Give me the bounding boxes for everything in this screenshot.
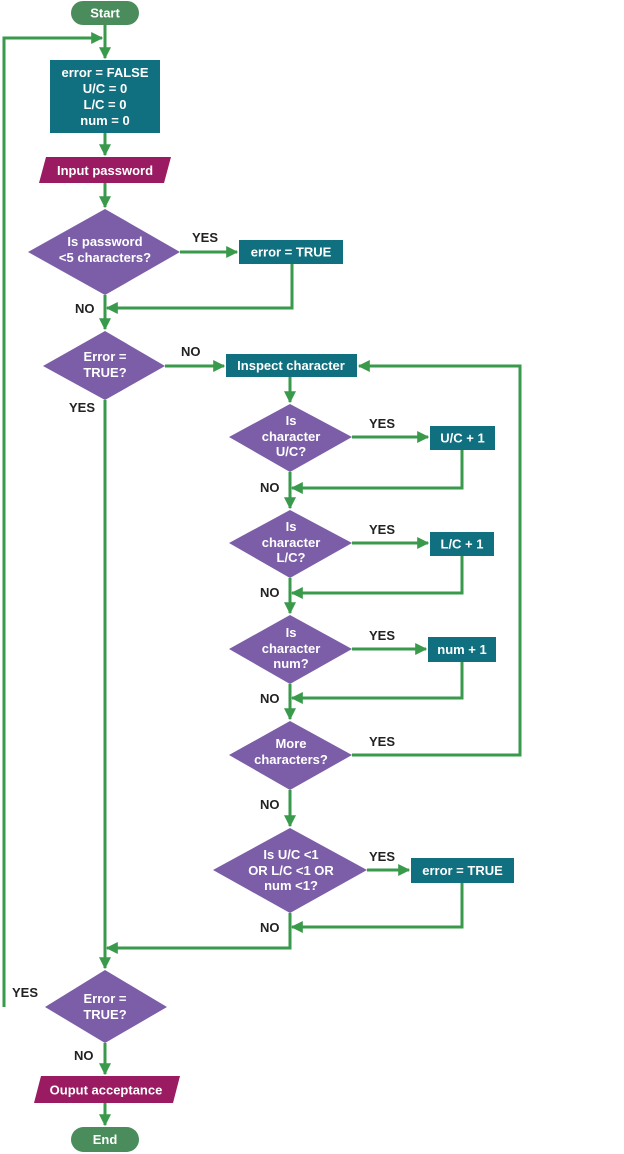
inc-lc-box: L/C + 1	[430, 532, 494, 556]
length-line: <5 characters?	[59, 250, 151, 265]
edge-labels: YES NO NO YES YES NO YES NO YES NO YES N…	[12, 230, 395, 1063]
line-incuc-return	[290, 450, 464, 494]
counts-line: Is U/C <1	[263, 847, 318, 862]
input-label: Input password	[57, 163, 153, 178]
more-line: More	[275, 736, 306, 751]
output-acceptance-io: Ouput acceptance	[34, 1076, 180, 1103]
set-error-label: error = TRUE	[422, 863, 503, 878]
lc-line: character	[262, 535, 321, 550]
no-label: NO	[260, 797, 280, 812]
num-line: character	[262, 641, 321, 656]
error-check-line: TRUE?	[83, 1007, 126, 1022]
error-check-line: Error =	[84, 991, 127, 1006]
init-line: U/C = 0	[83, 81, 127, 96]
length-line: Is password	[67, 234, 142, 249]
lc-line: Is	[286, 519, 297, 534]
no-label: NO	[74, 1048, 94, 1063]
counts-decision: Is U/C <1 OR L/C <1 OR num <1?	[213, 828, 367, 913]
inc-num-label: num + 1	[437, 642, 487, 657]
length-decision: Is password <5 characters?	[28, 209, 180, 295]
yes-label: YES	[12, 985, 38, 1000]
counts-line: num <1?	[264, 878, 318, 893]
inspect-character-box: Inspect character	[226, 354, 357, 377]
no-label: NO	[260, 480, 280, 495]
lc-line: L/C?	[277, 550, 306, 565]
lc-decision: Is character L/C?	[229, 510, 352, 578]
init-line: L/C = 0	[84, 97, 127, 112]
line-error2-return	[290, 883, 464, 933]
num-decision: Is character num?	[229, 615, 352, 684]
yes-label: YES	[369, 849, 395, 864]
no-label: NO	[260, 691, 280, 706]
uc-line: character	[262, 429, 321, 444]
more-characters-decision: More characters?	[229, 721, 352, 790]
line-error1-return	[105, 264, 294, 314]
start-terminal: Start	[71, 1, 139, 25]
uc-line: Is	[286, 413, 297, 428]
counts-line: OR L/C <1 OR	[248, 863, 334, 878]
yes-label: YES	[369, 416, 395, 431]
set-error-label: error = TRUE	[251, 245, 332, 260]
inc-uc-box: U/C + 1	[430, 426, 495, 450]
init-line: error = FALSE	[61, 65, 148, 80]
error-check-line: TRUE?	[83, 365, 126, 380]
no-label: NO	[260, 585, 280, 600]
more-line: characters?	[254, 752, 328, 767]
set-error-box-2: error = TRUE	[411, 858, 514, 883]
no-label: NO	[75, 301, 95, 316]
line-incnum-return	[290, 662, 464, 704]
yes-label: YES	[192, 230, 218, 245]
num-line: Is	[286, 625, 297, 640]
output-label: Ouput acceptance	[50, 1083, 163, 1098]
error-decision-2: Error = TRUE?	[45, 970, 167, 1043]
uc-decision: Is character U/C?	[229, 404, 352, 472]
init-process-box: error = FALSE U/C = 0 L/C = 0 num = 0	[50, 60, 160, 133]
connectors	[2, 25, 522, 1127]
end-terminal: End	[71, 1127, 139, 1152]
input-password-io: Input password	[39, 157, 171, 183]
yes-label: YES	[69, 400, 95, 415]
inc-lc-label: L/C + 1	[441, 537, 484, 552]
start-label: Start	[90, 6, 120, 21]
no-label: NO	[181, 344, 201, 359]
yes-label: YES	[369, 522, 395, 537]
line-counts-no	[105, 913, 292, 954]
error-check-line: Error =	[84, 349, 127, 364]
error-decision-1: Error = TRUE?	[43, 331, 165, 400]
inc-num-box: num + 1	[428, 637, 496, 662]
num-line: num?	[273, 656, 308, 671]
init-line: num = 0	[80, 113, 130, 128]
yes-label: YES	[369, 734, 395, 749]
uc-line: U/C?	[276, 444, 306, 459]
no-label: NO	[260, 920, 280, 935]
end-label: End	[93, 1132, 118, 1147]
line-loop-back	[2, 32, 104, 1007]
yes-label: YES	[369, 628, 395, 643]
line-inclc-return	[290, 556, 464, 599]
set-error-box-1: error = TRUE	[239, 240, 343, 264]
inspect-label: Inspect character	[237, 358, 345, 373]
inc-uc-label: U/C + 1	[440, 431, 484, 446]
line-more-yes	[352, 360, 522, 757]
